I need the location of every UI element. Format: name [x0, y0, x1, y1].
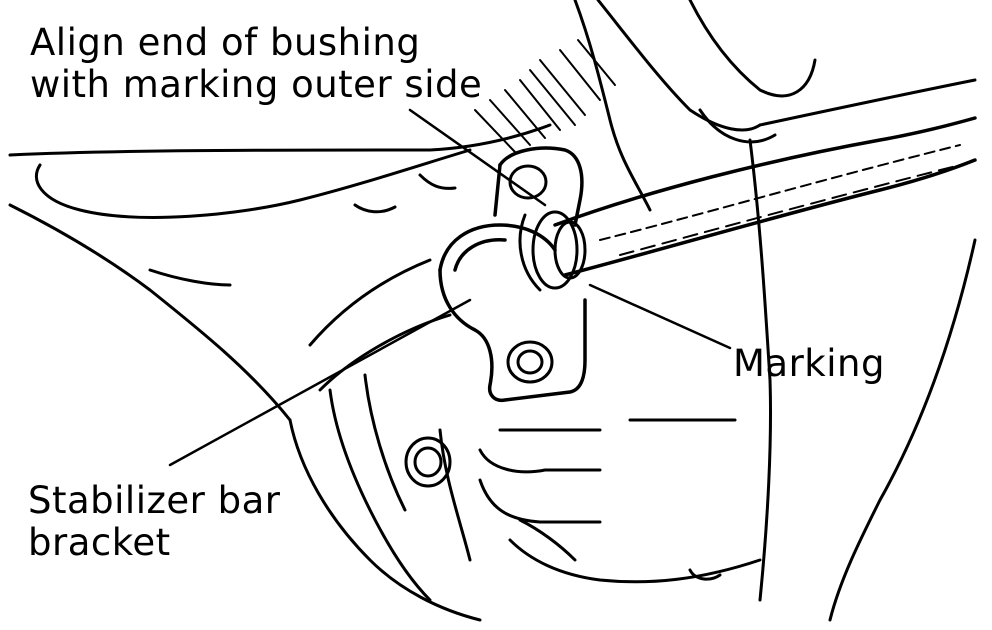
shading-hatch: [474, 39, 616, 153]
bracket-callout-line-1: Stabilizer bar: [28, 479, 281, 522]
stabilizer-bracket-callout: Stabilizer bar bracket: [28, 480, 281, 564]
upper-body-panel: [8, 123, 552, 422]
align-callout-line-1: Align end of bushing: [30, 21, 421, 64]
leader-lines: [168, 108, 732, 467]
bolts: [404, 164, 554, 488]
leader-align: [408, 108, 547, 207]
leader-bracket: [168, 298, 472, 467]
lower-frame: [288, 258, 762, 622]
align-bushing-callout: Align end of bushing with marking outer …: [30, 22, 482, 106]
bracket-callout-line-2: bracket: [28, 521, 171, 564]
marking-callout: Marking: [733, 342, 885, 385]
clamp-bracket: [438, 146, 587, 403]
leader-marking: [588, 283, 732, 350]
wheel-arch: [573, 0, 977, 622]
align-callout-line-2: with marking outer side: [30, 63, 483, 106]
bushing: [518, 210, 587, 292]
stabilizer-bar: [553, 116, 977, 277]
